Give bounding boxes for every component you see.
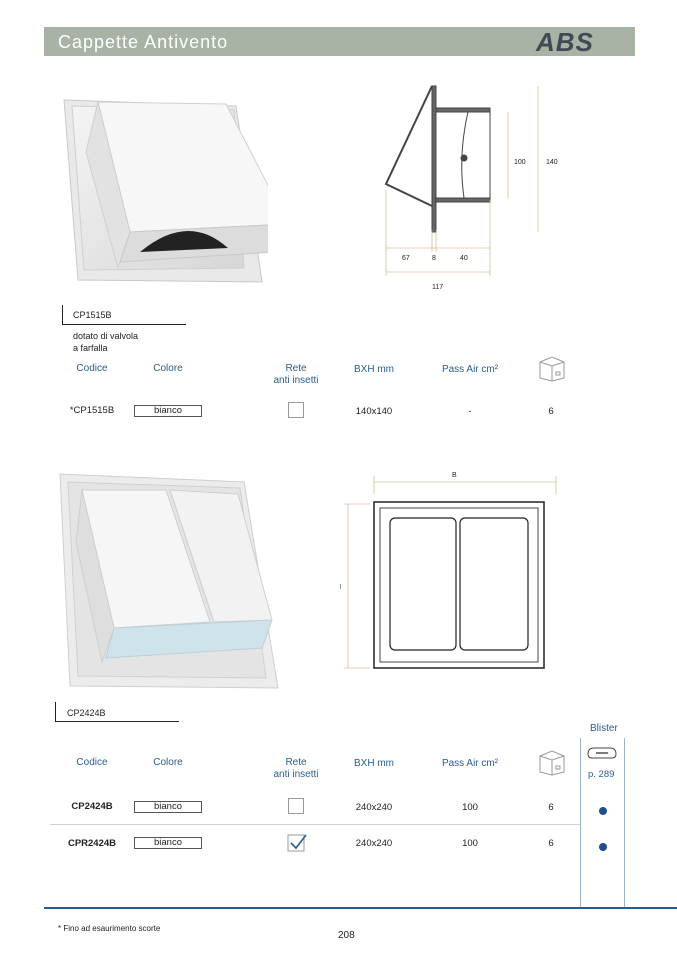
col-rete-2: Rete — [285, 757, 307, 768]
blister-hanger-icon — [587, 747, 617, 759]
row3-blister-dot — [599, 843, 607, 851]
footnote: * Fino ad esaurimento scorte — [58, 924, 161, 933]
row2-blister-dot — [599, 807, 607, 815]
row1-codice: *CP1515B — [69, 405, 115, 416]
page-title: Cappette Antivento — [58, 32, 229, 52]
col-codice: Codice — [76, 363, 108, 374]
col-codice-2: Codice — [76, 757, 108, 768]
dim-67: 67 — [402, 255, 410, 262]
row1-pass-air: - — [468, 406, 472, 417]
row3-qty: 6 — [548, 838, 554, 849]
row3-bxh: 240x240 — [355, 838, 393, 849]
code-tag-cp2424b: CP2424B — [67, 708, 106, 718]
box-icon — [539, 356, 565, 382]
col-rete-sub: anti insetti — [273, 375, 319, 386]
col-pass-air: Pass Air cm² — [441, 364, 499, 375]
row3-colore: bianco — [134, 837, 202, 849]
page-number: 208 — [338, 930, 355, 941]
header-band — [44, 27, 635, 56]
code-tag-underline-2 — [55, 721, 179, 722]
row1-colore: bianco — [134, 405, 202, 417]
footer-rule — [44, 907, 677, 909]
row2-codice: CP2424B — [71, 801, 113, 812]
product-photo-cp1515b — [63, 99, 268, 283]
col-bxh: BXH mm — [354, 364, 394, 375]
dim-40: 40 — [460, 255, 468, 262]
dim-8: 8 — [432, 255, 436, 262]
blister-page-ref[interactable]: p. 289 — [588, 769, 615, 780]
technical-drawing-cp1515b: 100 140 67 8 40 117 — [384, 85, 558, 291]
col-pass-air-2: Pass Air cm² — [441, 758, 499, 769]
col-colore-2: Colore — [153, 757, 183, 768]
col-colore: Colore — [153, 363, 183, 374]
row-separator — [50, 824, 580, 825]
row3-codice: CPR2424B — [67, 838, 117, 849]
dim-140: 140 — [546, 159, 558, 166]
row2-qty: 6 — [548, 802, 554, 813]
col-bxh-2: BXH mm — [354, 758, 394, 769]
code-tag-bracket-2 — [55, 702, 56, 722]
row1-qty: 6 — [548, 406, 554, 417]
dim-100: 100 — [514, 159, 526, 166]
row1-bxh: 140x140 — [355, 406, 393, 417]
code-tag-bracket — [62, 305, 63, 325]
technical-drawing-cp2424b: B H — [340, 472, 557, 669]
row2-pass-air: 100 — [462, 802, 478, 813]
dim-117: 117 — [432, 284, 443, 291]
blister-title: Blister — [590, 723, 618, 734]
product-note-line2: a farfalla — [73, 343, 108, 353]
product-note-line1: dotato di valvola — [73, 331, 139, 341]
material-label: ABS — [536, 27, 594, 57]
row1-rete-checkbox[interactable] — [288, 402, 304, 418]
row2-rete-checkbox[interactable] — [288, 798, 304, 814]
code-tag-underline — [62, 324, 186, 325]
dim-b: B — [452, 472, 457, 479]
dim-h: H — [340, 584, 341, 591]
product-photo-cp2424b — [59, 473, 279, 689]
col-rete: Rete — [285, 363, 307, 374]
row3-pass-air: 100 — [462, 838, 478, 849]
row2-bxh: 240x240 — [355, 802, 393, 813]
box-icon-2 — [539, 750, 565, 776]
row3-rete-checkbox-checked[interactable] — [287, 832, 307, 852]
row2-colore: bianco — [134, 801, 202, 813]
code-tag-cp1515b: CP1515B — [73, 310, 112, 320]
blister-column — [580, 738, 625, 908]
col-rete-sub-2: anti insetti — [273, 769, 319, 780]
